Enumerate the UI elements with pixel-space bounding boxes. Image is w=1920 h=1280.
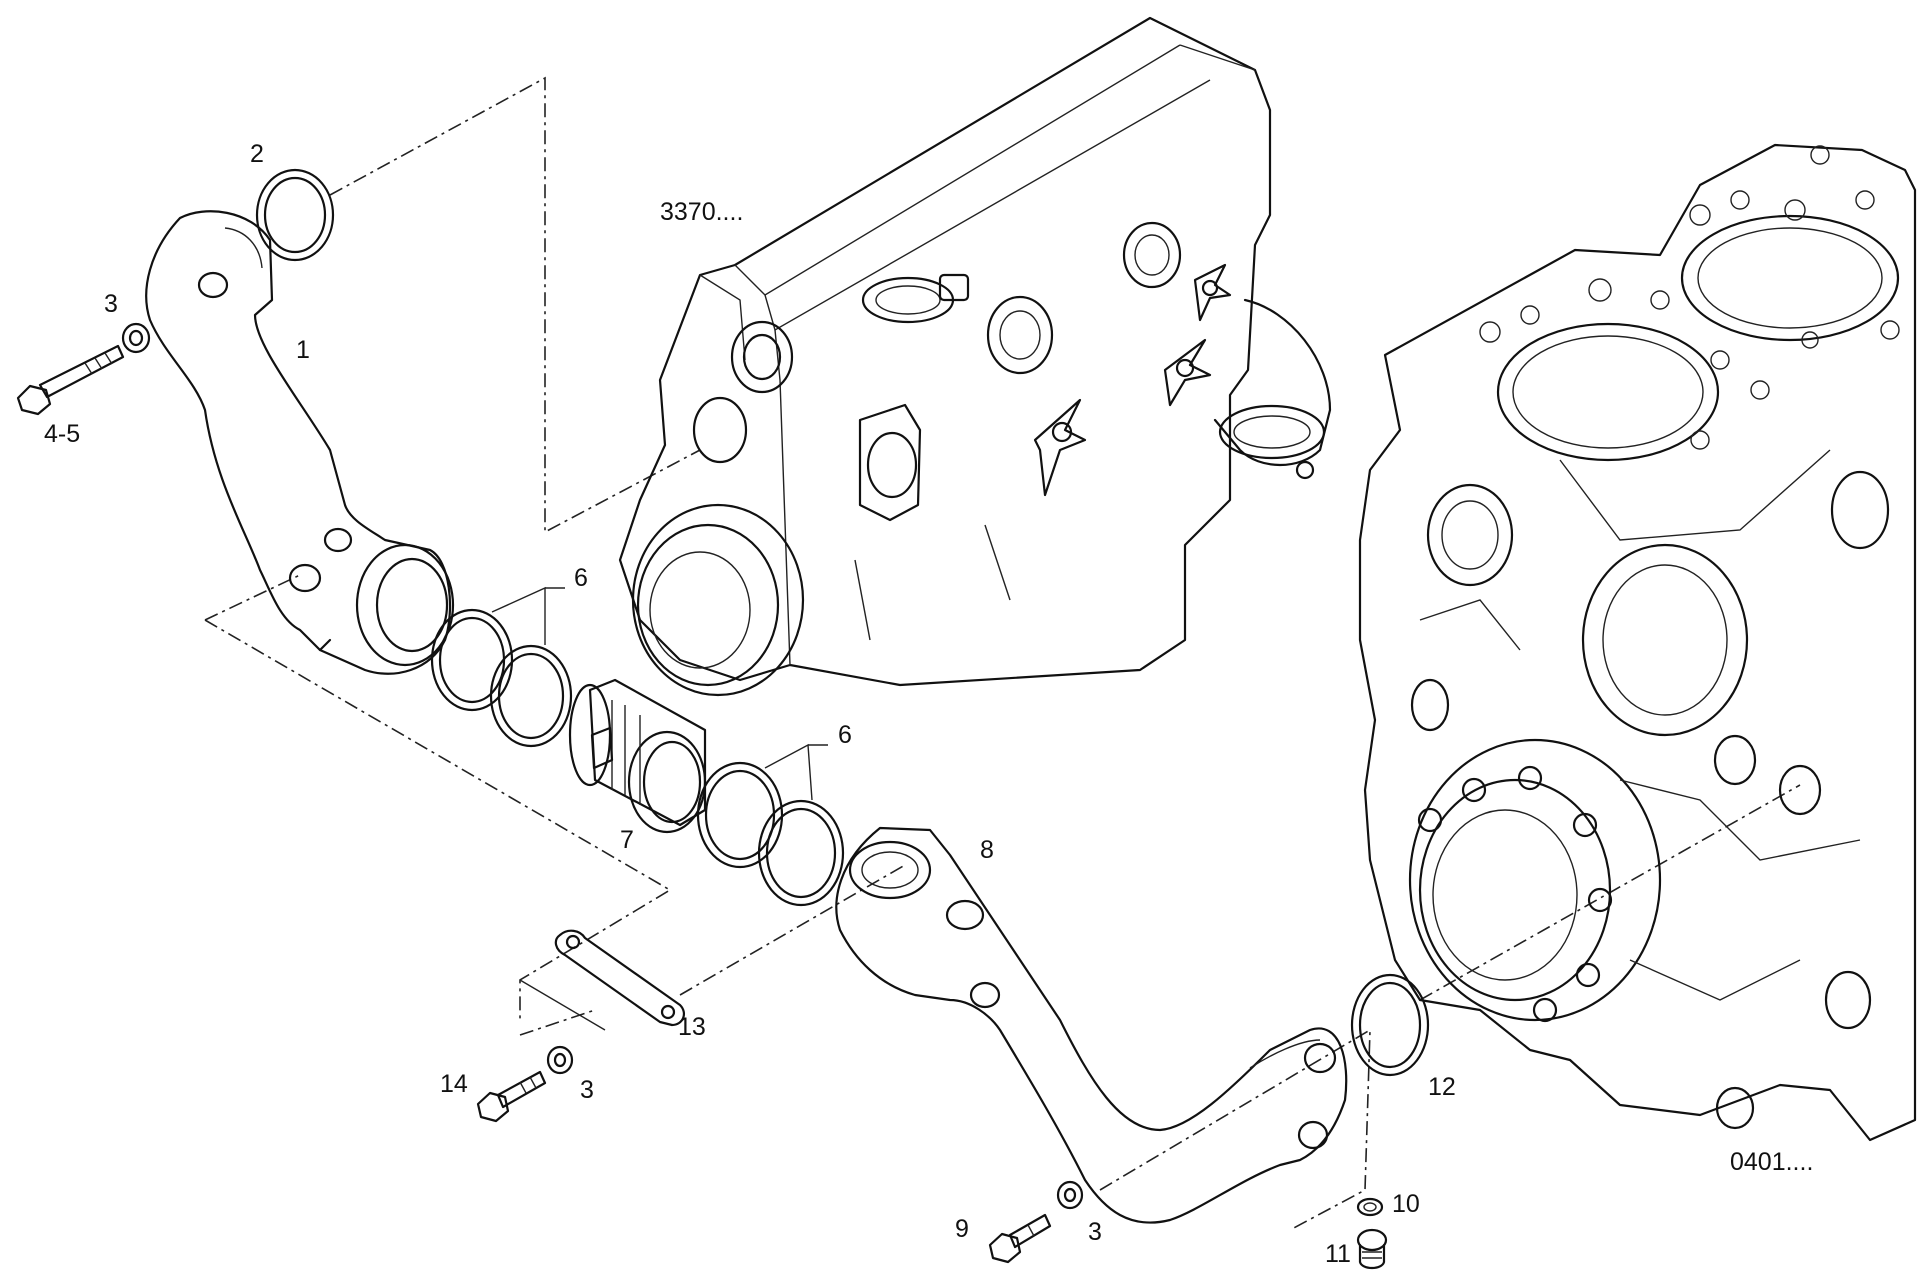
crankcase-deck-holes: [1479, 145, 1900, 450]
callout-part-9: 9: [955, 1215, 969, 1243]
callout-part-4-5: 4-5: [44, 420, 80, 448]
part-6-o-rings-lower: [696, 743, 845, 907]
callout-part-8: 8: [980, 836, 994, 864]
part-11-plug: [1356, 1228, 1388, 1270]
callout-part-7: 7: [620, 826, 634, 854]
part-4-5-bolt: [16, 344, 125, 416]
part-14-bolt: [476, 1070, 547, 1123]
callout-part-2: 2: [250, 140, 264, 168]
flange-bolts: [1417, 765, 1613, 1023]
callout-part-12: 12: [1428, 1073, 1456, 1101]
callout-part-6-lower: 6: [838, 721, 852, 749]
part-9-bolt: [988, 1213, 1052, 1264]
part-3-washer-middle: [546, 1045, 574, 1075]
part-12-o-ring: [1350, 973, 1430, 1077]
part-2-o-ring: [255, 168, 335, 262]
crankcase-reference: 0401....: [1730, 1148, 1813, 1176]
callout-part-11: 11: [1325, 1240, 1351, 1268]
part-13-strap: [519, 929, 685, 1031]
callout-part-3-upper: 3: [104, 290, 118, 318]
callout-part-1: 1: [296, 336, 310, 364]
part-7-sleeve: [568, 678, 707, 834]
crankcase-assembly: [1358, 143, 1917, 1142]
part-10-seal: [1356, 1197, 1384, 1217]
callout-part-13: 13: [678, 1013, 706, 1041]
part-3-washer-bottom: [1056, 1180, 1084, 1210]
part-8-lower-pipe: [835, 826, 1348, 1224]
callout-part-6-upper: 6: [574, 564, 588, 592]
part-3-washer-upper: [121, 322, 151, 354]
part-1-upper-pipe: [145, 210, 455, 675]
callout-part-3-middle: 3: [580, 1076, 594, 1104]
callout-part-10: 10: [1392, 1190, 1420, 1218]
callout-part-14: 14: [440, 1070, 468, 1098]
callout-part-3-bottom: 3: [1088, 1218, 1102, 1246]
cylinder-head-reference: 3370....: [660, 198, 743, 226]
cylinder-head-assembly: [618, 16, 1332, 697]
part-6-o-rings-upper: [430, 586, 573, 748]
